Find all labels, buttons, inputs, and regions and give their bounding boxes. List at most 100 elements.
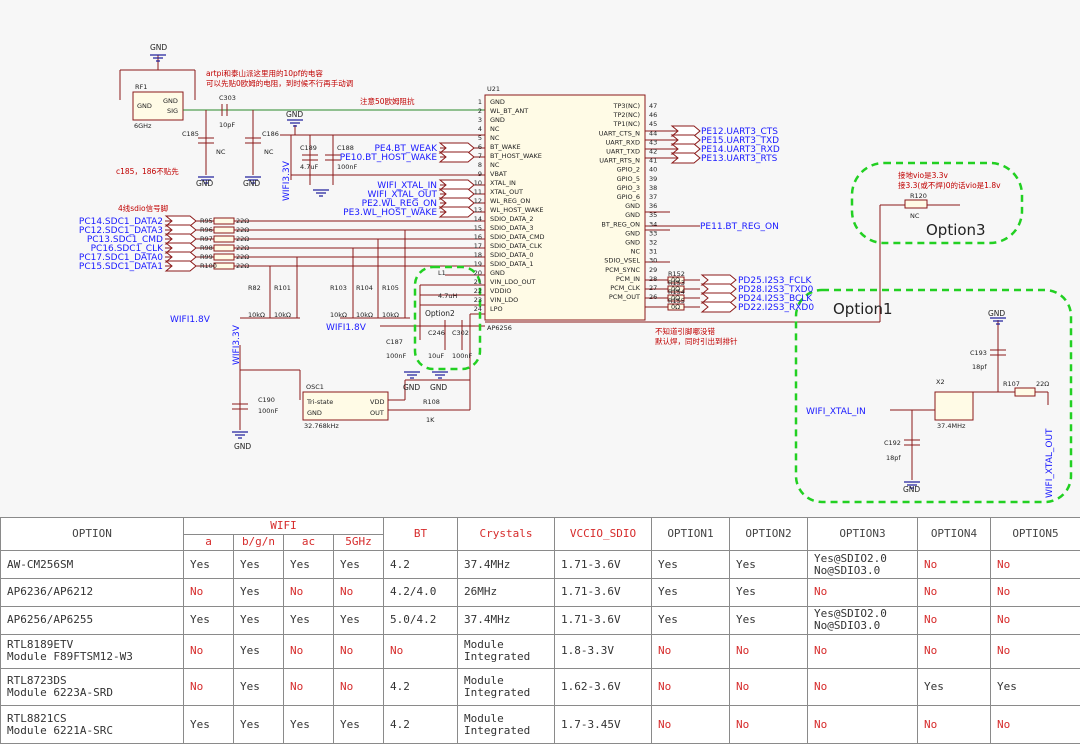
left-net-arrow xyxy=(438,151,475,163)
cell-o3: No xyxy=(807,633,918,669)
u21-left-pin-num: 24 xyxy=(474,305,482,313)
cell-o2: No xyxy=(729,633,808,669)
cell-bt: 4.2 xyxy=(383,705,458,744)
cell-o3-line: Yes@SDIO2.0 xyxy=(814,551,887,565)
u21-right-pin-num: 36 xyxy=(649,202,657,210)
sdio-net-label: PC14.SDC1_DATA2 xyxy=(79,217,163,227)
cell-model-line: AP6236/AP6212 xyxy=(7,585,94,599)
cell-model: AW-CM256SM xyxy=(0,550,184,580)
u21-left-pin-num: 15 xyxy=(474,224,482,232)
cell-model-line: Module F89FTSM12-W3 xyxy=(7,650,133,664)
u21-left-pin: VIN_LDO_OUT xyxy=(490,278,535,286)
u21-left-pin: SDIO_DATA_CLK xyxy=(490,242,543,250)
pullup-ref: R104 xyxy=(356,284,373,292)
u21-left-pin: VIN_LDO xyxy=(490,296,518,304)
left-net-label: PE4.BT_WEAK xyxy=(374,144,438,154)
header-wifi-ac: ac xyxy=(283,533,334,552)
cell-vccio: 1.62-3.6V xyxy=(554,667,652,707)
header-option: OPTION xyxy=(0,516,184,552)
u21-right-pin-num: 31 xyxy=(649,248,657,256)
left-net-label: PE2.WL_REG_ON xyxy=(362,199,437,209)
r120-ref: R120 xyxy=(910,192,927,200)
u21-left-pin: NC xyxy=(490,161,500,169)
rf1-ref: RF1 xyxy=(135,83,147,91)
c187-ref: C187 xyxy=(386,338,403,346)
sdio-resistor-ref: R95 xyxy=(200,217,213,225)
cell-bt: 4.2 xyxy=(383,550,458,580)
note-sdio: 4线sdio信号脚 xyxy=(118,203,168,213)
r108-val: 1K xyxy=(426,416,435,424)
u21-left-pin: BT_WAKE xyxy=(490,143,521,151)
u21-left-pin-num: 16 xyxy=(474,233,482,241)
c189-val: 4.7uF xyxy=(300,163,318,171)
u21-right-pin: GPIO_5 xyxy=(617,175,640,183)
pcm-resistor xyxy=(667,276,685,284)
u21-left-pin-num: 3 xyxy=(478,116,482,124)
cell-o3-line: No xyxy=(814,680,828,694)
osc1-freq: 32.768kHz xyxy=(304,422,339,430)
left-net-label: WIFI_XTAL_IN xyxy=(377,181,437,191)
cell-o3-line: No@SDIO3.0 xyxy=(814,563,881,577)
u21-left-pin: WL_REG_ON xyxy=(490,197,530,205)
u21-left-pin: SDIO_DATA_0 xyxy=(490,251,534,259)
pullup-ref: R101 xyxy=(274,284,291,292)
u21-left-pin: WL_HOST_WAKE xyxy=(490,206,544,214)
sdio-net-arrow xyxy=(164,260,197,272)
pcm-net-label: PD28.I2S3_TXD0 xyxy=(738,285,814,295)
cell-o3-line: Yes@SDIO2.0 xyxy=(814,607,887,621)
c192-val: 18pf xyxy=(886,454,901,462)
cell-wifi-a: Yes xyxy=(183,605,234,635)
u21-left-pin-num: 17 xyxy=(474,242,482,250)
cell-wifi-ac: Yes xyxy=(283,550,334,580)
left-net-arrow xyxy=(438,206,475,218)
u21-right-pin: UART_CTS_N xyxy=(599,129,640,137)
cell-o5: No xyxy=(990,633,1080,669)
u21-right-pin-num: 38 xyxy=(649,184,657,192)
u21-right-pin-num: 39 xyxy=(649,175,657,183)
sdio-net-label: PC15.SDC1_DATA1 xyxy=(79,262,163,272)
sdio-resistor-ref: R96 xyxy=(200,226,213,234)
cell-vccio: 1.71-3.6V xyxy=(554,605,652,635)
uart-net-label: PE15.UART3_TXD xyxy=(701,136,779,146)
sdio-resistor-ref: R98 xyxy=(200,244,213,252)
u21-left-pin: SDIO_DATA_1 xyxy=(490,260,534,268)
sdio-net-label: PC12.SDC1_DATA3 xyxy=(79,226,163,236)
u21-right-pin: BT_REG_ON xyxy=(601,220,640,228)
u21-left-pin: XTAL_OUT xyxy=(490,188,523,196)
cell-crystal-line: 26MHz xyxy=(464,585,498,599)
u21-right-pin: GND xyxy=(625,229,640,237)
option3-outline xyxy=(850,161,1024,245)
header-option5: OPTION5 xyxy=(990,516,1080,552)
cell-o2: No xyxy=(729,667,808,707)
cell-model: AP6236/AP6212 xyxy=(0,578,184,607)
cell-o1: No xyxy=(651,667,730,707)
cell-o4: Yes xyxy=(917,667,991,707)
gnd-label-c186: GND xyxy=(243,179,260,188)
pcm-resistor-val: 0Ω xyxy=(671,276,680,284)
wifi18-net-a: WIFI1.8V xyxy=(170,315,211,325)
gnd-label-c187: GND xyxy=(403,383,420,392)
u21-right-pin: GND xyxy=(625,239,640,247)
u21-right-pin-num: 28 xyxy=(649,275,657,283)
cell-o3: No xyxy=(807,667,918,707)
c190-val: 100nF xyxy=(258,407,279,415)
cell-o3: No xyxy=(807,578,918,607)
u21-left-pin-num: 9 xyxy=(478,170,482,178)
u21-left-pin-num: 8 xyxy=(478,161,482,169)
c246-val: 10uF xyxy=(428,352,444,360)
cell-o1: Yes xyxy=(651,605,730,635)
option3-note1: 接地vio是3.3v xyxy=(898,170,949,180)
cell-wifi-g5: No xyxy=(333,633,384,669)
rf1-pin-sig: SIG xyxy=(167,107,178,115)
sdio-resistor xyxy=(213,244,235,252)
module-table: OPTION WIFI BT Crystals VCCIO_SDIO OPTIO… xyxy=(0,516,1080,744)
cell-o3-line: No xyxy=(814,717,828,731)
option3-note2: 接3.3(或不焊)0的话vio是1.8v xyxy=(898,180,1001,190)
c186-ref: C186 xyxy=(262,130,279,138)
